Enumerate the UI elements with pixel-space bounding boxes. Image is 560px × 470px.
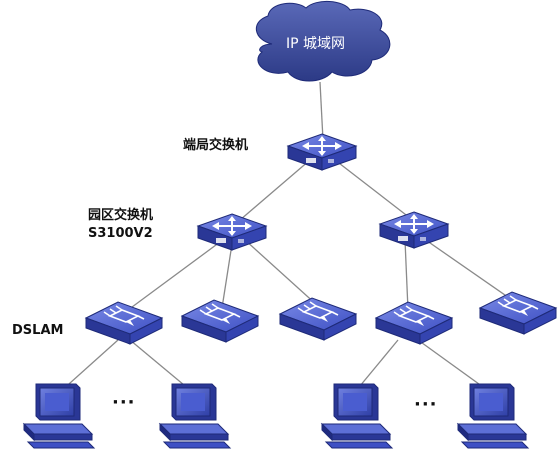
campus-switch-left xyxy=(197,213,267,251)
core-switch-label: 端局交换机 xyxy=(183,138,249,153)
campus-switch-label-line1: 园区交换机 xyxy=(88,208,154,223)
dslam-3 xyxy=(279,297,357,341)
ip-metro-network-cloud xyxy=(256,1,391,82)
computer-1 xyxy=(23,383,95,449)
dslam-1 xyxy=(85,301,163,345)
computer-4 xyxy=(457,383,529,449)
dslam-4 xyxy=(375,301,453,345)
dslam-label: DSLAM xyxy=(12,323,64,338)
ellipsis-left: ··· xyxy=(112,392,136,413)
cloud-label: IP 城域网 xyxy=(286,36,346,52)
dslam-2 xyxy=(181,299,259,343)
campus-switch-label-line2: S3100V2 xyxy=(88,226,153,241)
computer-2 xyxy=(159,383,231,449)
core-switch xyxy=(287,133,357,171)
ellipsis-right: ··· xyxy=(414,394,438,415)
connection-lines xyxy=(59,81,516,393)
dslam-5 xyxy=(479,291,557,335)
computer-3 xyxy=(321,383,393,449)
campus-switch-right xyxy=(379,211,449,249)
